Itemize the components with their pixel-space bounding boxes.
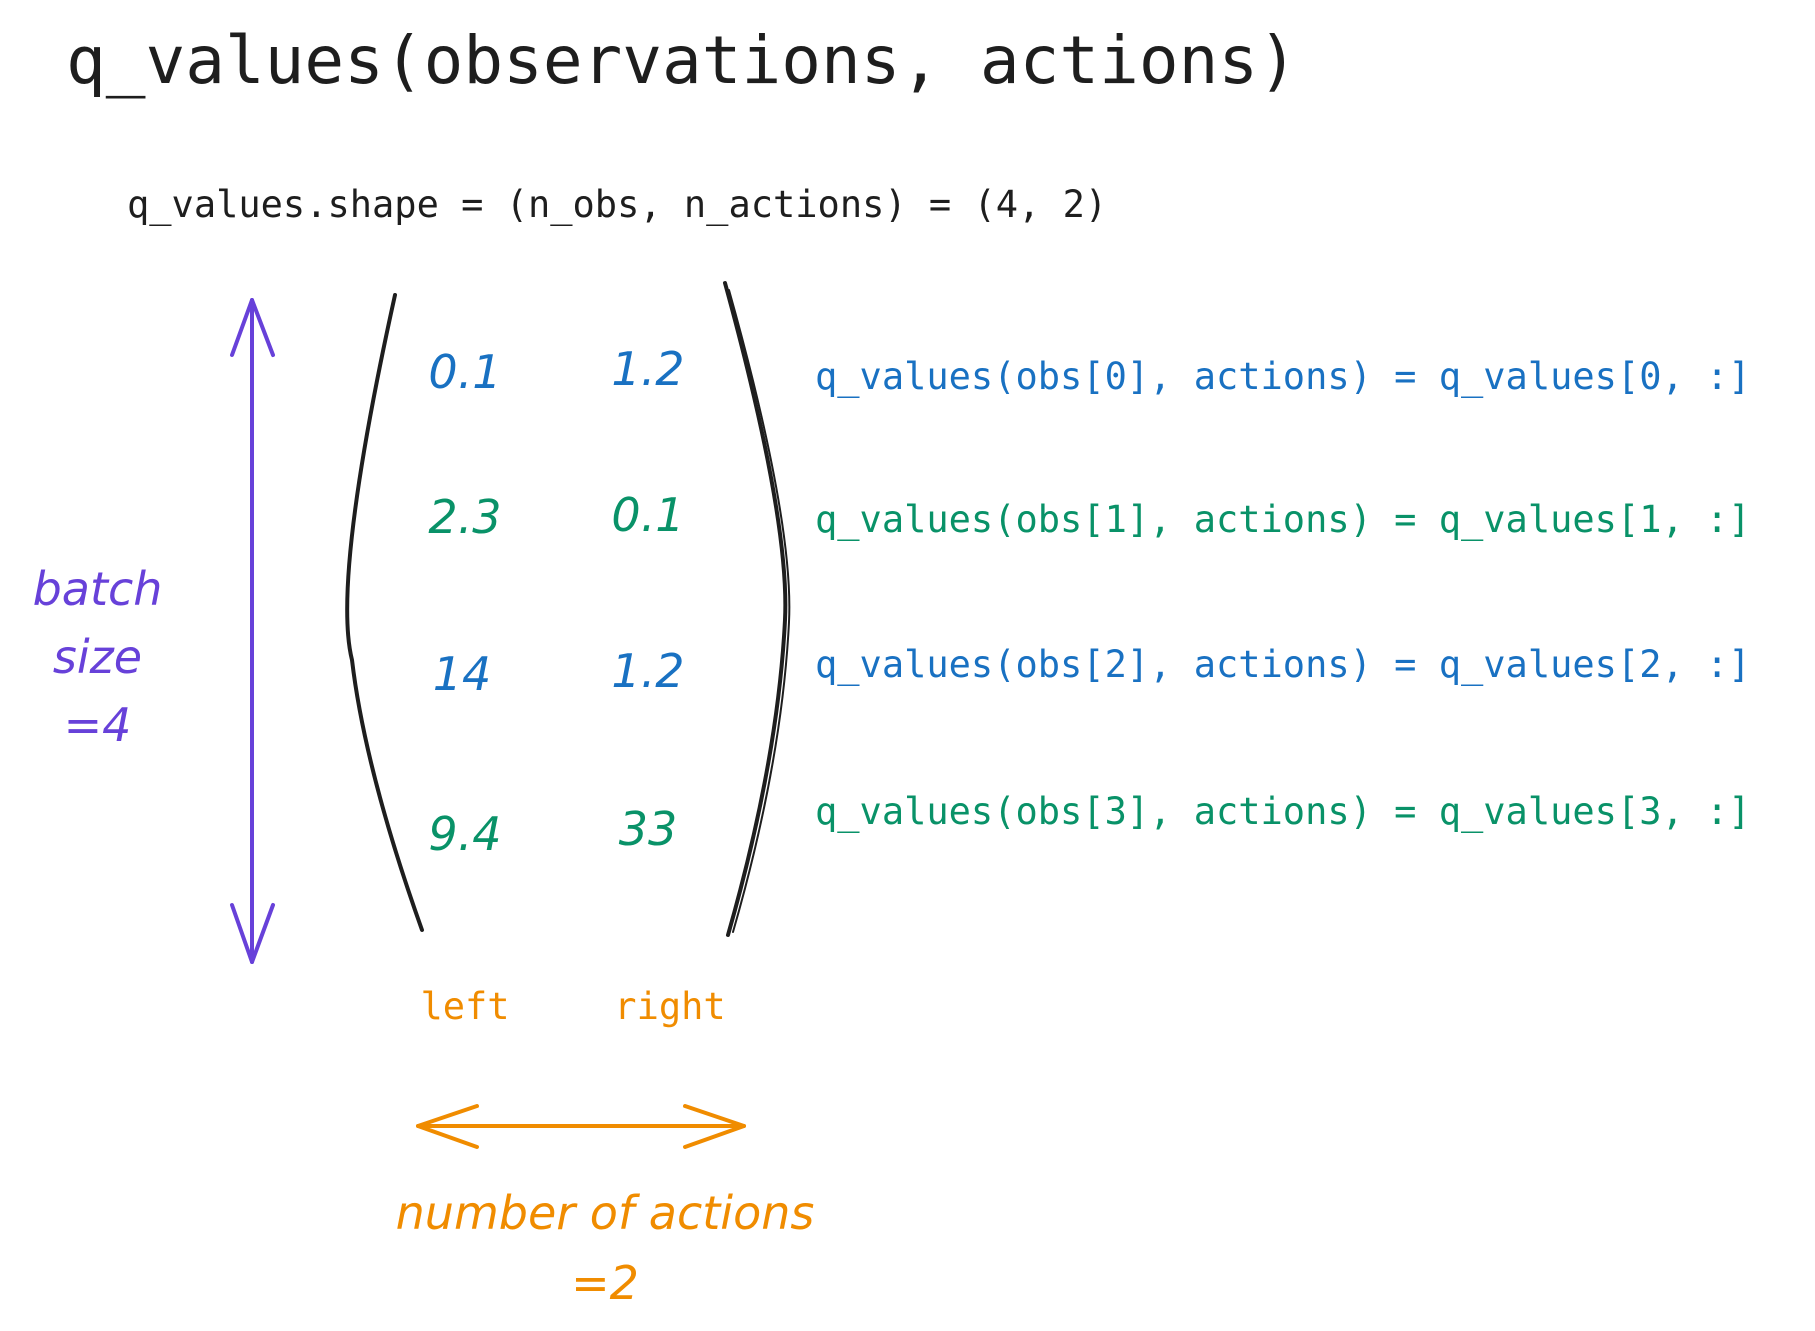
right-bracket-stroke-2 bbox=[728, 289, 791, 933]
action-label-right: right bbox=[614, 985, 726, 1028]
horizontal-double-arrow-icon bbox=[416, 1104, 746, 1149]
row-equation-0: q_values(obs[0], actions) = q_values[0, … bbox=[815, 355, 1751, 398]
action-label-left: left bbox=[420, 985, 510, 1028]
q-value-cell-3-right: 33 bbox=[618, 802, 678, 856]
batch-size-label: batch size =4 bbox=[32, 562, 163, 752]
row-equation-3: q_values(obs[3], actions) = q_values[3, … bbox=[815, 790, 1751, 833]
q-value-cell-0-right: 1.2 bbox=[611, 342, 685, 396]
page-title: q_values(observations, actions) bbox=[66, 22, 1298, 99]
q-value-cell-0-left: 0.1 bbox=[428, 345, 502, 399]
row-equation-1: q_values(obs[1], actions) = q_values[1, … bbox=[815, 498, 1751, 541]
q-value-cell-1-left: 2.3 bbox=[428, 490, 502, 544]
shape-formula: q_values.shape = (n_obs, n_actions) = (4… bbox=[127, 183, 1108, 226]
q-value-cell-1-right: 0.1 bbox=[611, 488, 685, 542]
q-value-cell-2-left: 14 bbox=[432, 647, 492, 701]
left-bracket-icon bbox=[345, 293, 424, 932]
number-of-actions-label: number of actions =2 bbox=[395, 1186, 815, 1310]
row-equation-2: q_values(obs[2], actions) = q_values[2, … bbox=[815, 643, 1751, 686]
right-bracket-icon bbox=[723, 281, 788, 937]
q-value-cell-2-right: 1.2 bbox=[611, 644, 685, 698]
q-value-cell-3-left: 9.4 bbox=[428, 807, 502, 861]
vertical-double-arrow-icon bbox=[230, 298, 275, 964]
